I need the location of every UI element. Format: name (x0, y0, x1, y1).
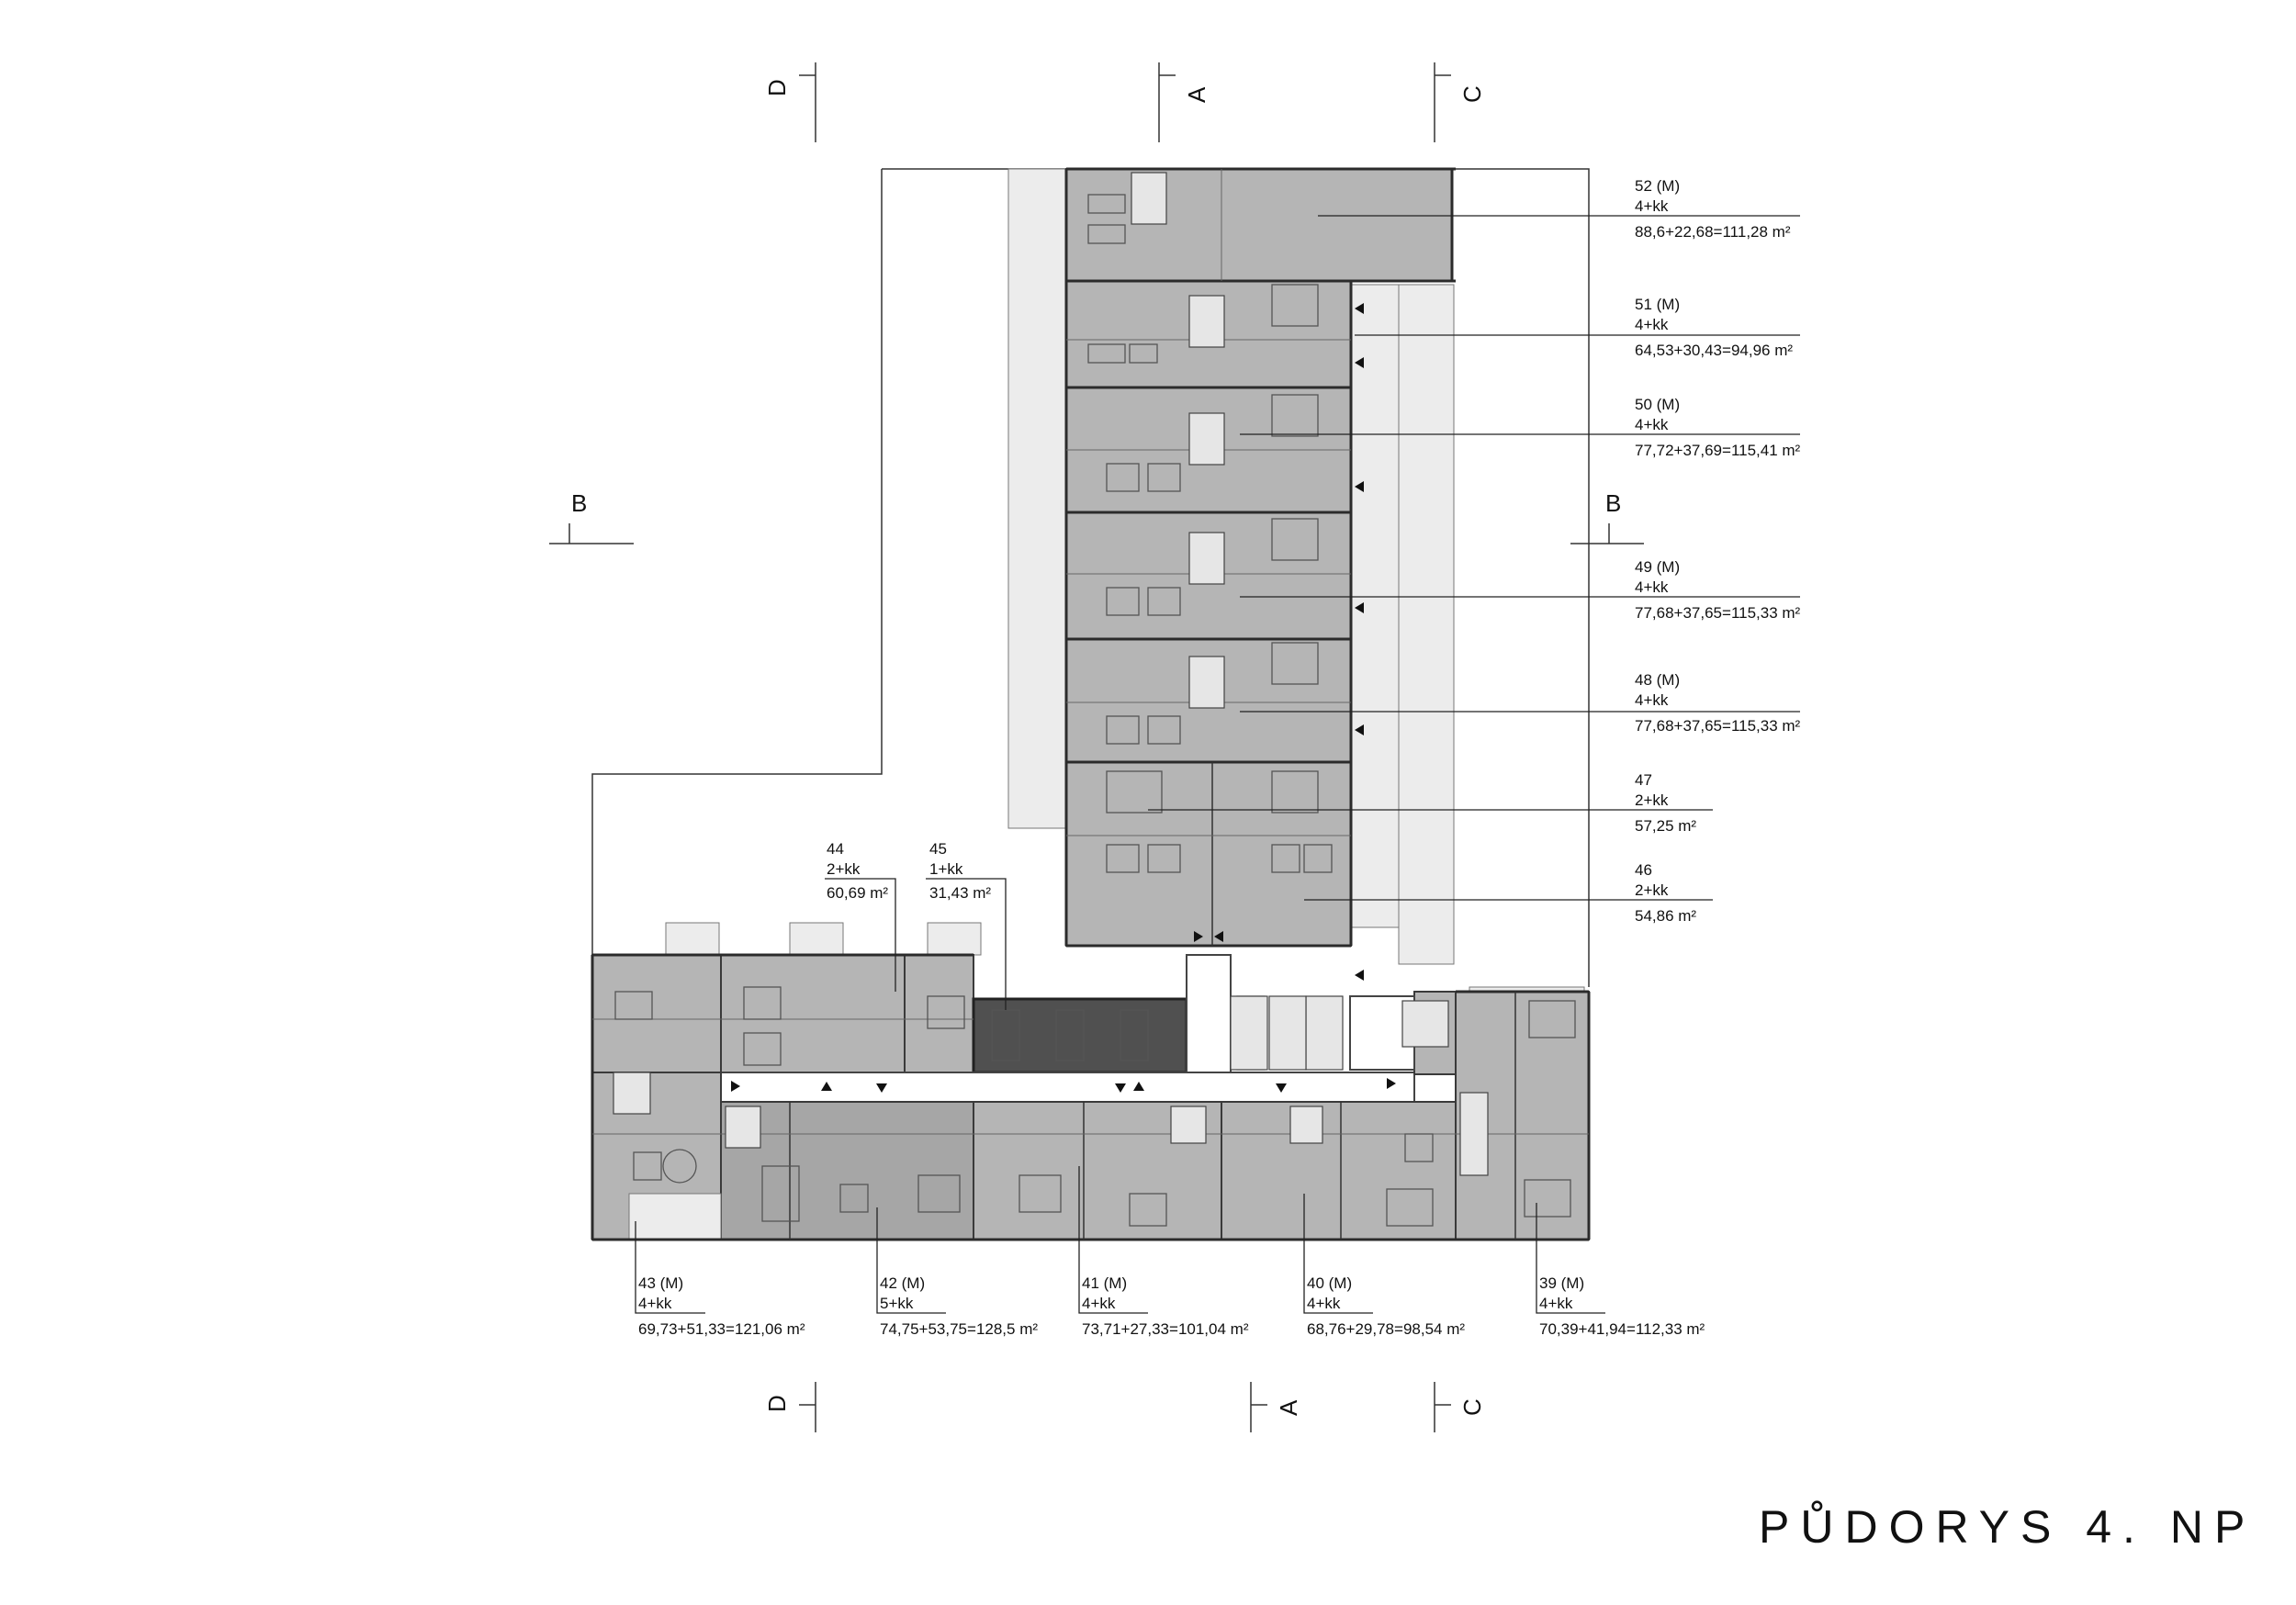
wing-balconies-east (1347, 284, 1455, 965)
apt-46-id: 46 (1635, 861, 1652, 879)
apt-46-area: 54,86 m² (1635, 907, 1696, 925)
apt-48-id: 48 (M) (1635, 671, 1680, 689)
labels-bottom: 43 (M) 4+kk 69,73+51,33=121,06 m² 42 (M)… (635, 1166, 1705, 1338)
furniture (1087, 194, 1333, 873)
section-top-a: A (1183, 86, 1210, 103)
apt-39-type: 4+kk (1539, 1295, 1573, 1312)
apt-41-type: 4+kk (1082, 1295, 1116, 1312)
apt-40-area: 68,76+29,78=98,54 m² (1307, 1320, 1465, 1338)
apt-45-area: 31,43 m² (929, 884, 991, 902)
apt-49-area: 77,68+37,65=115,33 m² (1635, 604, 1801, 622)
apt-49-type: 4+kk (1635, 578, 1669, 596)
apt-47-id: 47 (1635, 771, 1652, 789)
wing-south (591, 922, 1591, 1241)
drawing-title: PŮDORYS 4. NP (1759, 1500, 2256, 1553)
apt-42-id: 42 (M) (880, 1274, 925, 1292)
door-arrows (731, 303, 1396, 1093)
section-side-b-east: B (1605, 489, 1621, 517)
apt-44-area: 60,69 m² (827, 884, 888, 902)
section-bottom-c: C (1458, 1398, 1486, 1416)
apt-45-type: 1+kk (929, 860, 963, 878)
apt-52-id: 52 (M) (1635, 177, 1680, 195)
apt-51-area: 64,53+30,43=94,96 m² (1635, 342, 1793, 359)
apt-42-area: 74,75+53,75=128,5 m² (880, 1320, 1038, 1338)
wing-north-apartments (1064, 167, 1456, 948)
apt-45-id: 45 (929, 840, 947, 858)
apt-39-area: 70,39+41,94=112,33 m² (1539, 1320, 1705, 1338)
apt-43-area: 69,73+51,33=121,06 m² (638, 1320, 805, 1338)
apt-51-id: 51 (M) (1635, 296, 1680, 313)
apt-40-id: 40 (M) (1307, 1274, 1352, 1292)
section-side-b-west: B (571, 489, 587, 517)
section-bottom-a: A (1275, 1399, 1302, 1416)
apt-50-type: 4+kk (1635, 416, 1669, 433)
section-top-c: C (1458, 85, 1486, 103)
south-stairs (613, 986, 1576, 1227)
apt-49-id: 49 (M) (1635, 558, 1680, 576)
section-marks: D A C B B D A C (549, 62, 1644, 1432)
apt-44-id: 44 (827, 840, 844, 858)
labels-top: 44 2+kk 60,69 m² 45 1+kk 31,43 m² (825, 840, 1007, 1010)
apt-43-type: 4+kk (638, 1295, 672, 1312)
apt-46-type: 2+kk (1635, 881, 1669, 899)
apt-52-type: 4+kk (1635, 197, 1669, 215)
apt-50-id: 50 (M) (1635, 396, 1680, 413)
apt-48-area: 77,68+37,65=115,33 m² (1635, 717, 1801, 735)
labels-right: 52 (M) 4+kk 88,6+22,68=111,28 m² 51 (M) … (1148, 177, 1801, 925)
apt-43-id: 43 (M) (638, 1274, 683, 1292)
apt-41-area: 73,71+27,33=101,04 m² (1082, 1320, 1249, 1338)
section-bottom-d: D (763, 1395, 791, 1412)
section-top-d: D (763, 79, 791, 96)
apt-52-area: 88,6+22,68=111,28 m² (1635, 223, 1791, 241)
apt-47-type: 2+kk (1635, 791, 1669, 809)
apt-47-area: 57,25 m² (1635, 817, 1696, 835)
apt-51-type: 4+kk (1635, 316, 1669, 333)
apt-42-type: 5+kk (880, 1295, 914, 1312)
apt-40-type: 4+kk (1307, 1295, 1341, 1312)
apt-48-type: 4+kk (1635, 691, 1669, 709)
apt-50-area: 77,72+37,69=115,41 m² (1635, 442, 1801, 459)
apt-41-id: 41 (M) (1082, 1274, 1127, 1292)
wing-terraces-west (1007, 168, 1067, 829)
apt-39-id: 39 (M) (1539, 1274, 1584, 1292)
apt-44-type: 2+kk (827, 860, 861, 878)
